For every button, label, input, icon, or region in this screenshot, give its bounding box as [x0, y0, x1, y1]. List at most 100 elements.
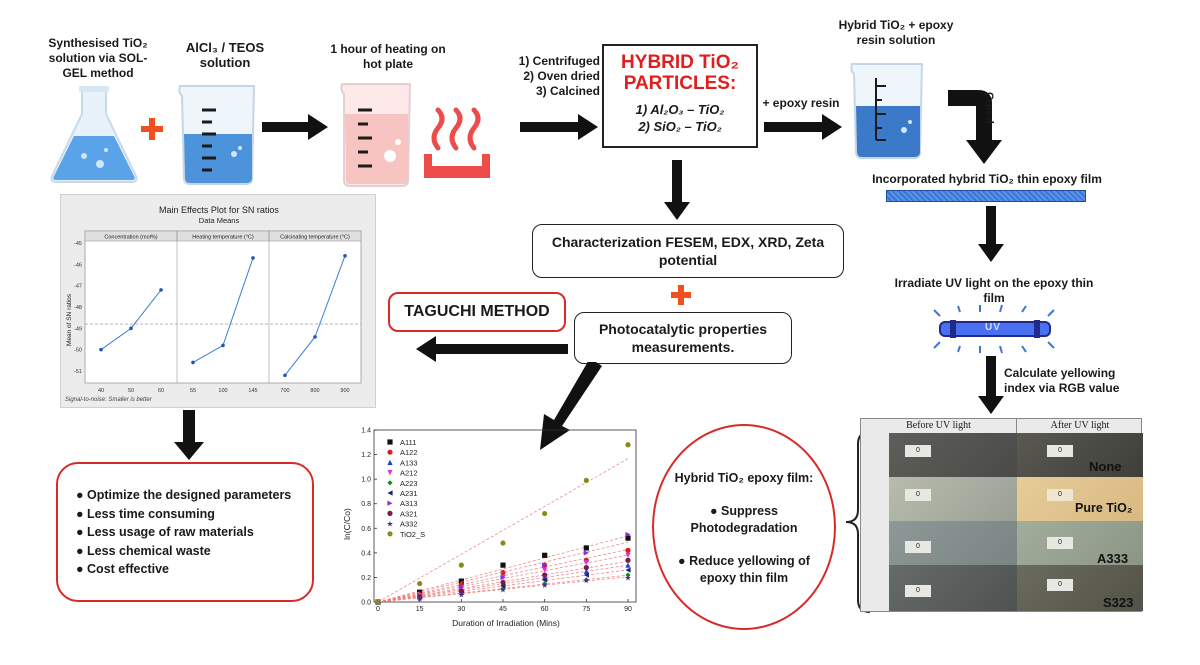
sample-sticker: 0 [1047, 579, 1073, 591]
main-effects-chart-panel: Main Effects Plot for SN ratios Data Mea… [60, 194, 376, 408]
sample-sticker: 0 [905, 585, 931, 597]
y-tick-label: -45 [74, 241, 82, 247]
sample-sticker: 0 [1047, 537, 1073, 549]
data-point [583, 572, 589, 578]
data-point [387, 470, 393, 476]
data-point: ★ [416, 594, 423, 603]
data-point [625, 535, 631, 541]
legend-label: A133 [400, 458, 418, 467]
x-tick-label: 50 [128, 388, 134, 394]
data-point [458, 584, 464, 590]
plus-icon [141, 118, 163, 140]
legend-label: A111 [400, 438, 416, 447]
legend-label: A122 [400, 448, 418, 457]
effect-point [129, 326, 133, 331]
uv-lamp-icon [933, 304, 1055, 354]
data-point [500, 583, 506, 589]
outcome-point: ● Suppress Photodegradation [690, 504, 798, 535]
y-axis-label: ln(C/Co) [342, 508, 352, 540]
data-point [387, 531, 393, 537]
y-tick-label: 0.0 [361, 600, 371, 607]
data-point [387, 459, 393, 465]
sample-photo-after [1017, 565, 1143, 611]
taguchi-box: TAGUCHI METHOD [388, 292, 566, 332]
data-point [583, 550, 589, 556]
label-thin-film: Incorporated hybrid TiO₂ thin epoxy film [872, 172, 1102, 186]
data-point [500, 540, 506, 546]
hybrid-particles-box: HYBRID TiO₂ PARTICLES: 1) Al₂O₃ – TiO₂ 2… [602, 44, 758, 148]
trend-line [377, 541, 629, 603]
data-point [542, 577, 548, 583]
outcome-circle: Hybrid TiO₂ epoxy film: ● Suppress Photo… [652, 424, 836, 630]
x-tick-label: 55 [190, 388, 196, 394]
data-point [625, 572, 631, 578]
data-point [583, 568, 589, 574]
plot-area [373, 429, 637, 603]
arrow-left-icon [416, 336, 568, 362]
beaker-icon [850, 63, 924, 159]
heated-beaker-icon [340, 83, 412, 187]
data-point: ★ [458, 591, 465, 600]
uv-label: UV [985, 322, 1001, 333]
arrow-down-icon [174, 410, 204, 460]
effect-point [221, 343, 225, 348]
data-point [458, 562, 464, 568]
chart-subtitle: Data Means [199, 216, 240, 225]
arrow-right-icon [520, 114, 598, 140]
panel-title: Calcinating temperature (°C) [280, 235, 350, 241]
data-point: ★ [386, 520, 393, 529]
arrow-right-icon [764, 114, 842, 140]
outcome-title: Hybrid TiO₂ epoxy film: [674, 471, 814, 485]
data-point [500, 562, 506, 568]
effect-point [283, 373, 287, 378]
y-tick-label: 0.4 [361, 550, 371, 557]
outcome-point: ● Reduce yellowing of epoxy thin film [678, 554, 810, 585]
y-tick-label: -47 [74, 284, 82, 290]
y-axis-label: Mean of SN ratios [66, 293, 73, 346]
brace-icon [845, 431, 871, 613]
sample-sticker: 0 [905, 541, 931, 553]
chart-footer: Signal-to-noise: Smaller is better [65, 397, 153, 403]
data-point [387, 500, 393, 506]
y-tick-label: -51 [74, 369, 82, 375]
sample-sticker: 0 [1047, 445, 1073, 457]
effect-point [191, 360, 195, 365]
beaker-icon [178, 85, 256, 185]
sample-sticker: 0 [1047, 489, 1073, 501]
chart-title: Main Effects Plot for SN ratios [159, 205, 279, 215]
legend-label: A231 [400, 489, 418, 498]
y-tick-label: -48 [74, 305, 82, 311]
x-tick-label: 145 [248, 388, 257, 394]
data-point [583, 545, 589, 551]
sample-sticker: 0 [905, 489, 931, 501]
trend-line [377, 576, 629, 603]
data-point [542, 510, 548, 517]
y-tick-label: 0.6 [361, 526, 371, 533]
data-point [500, 574, 506, 581]
data-point [375, 599, 381, 605]
y-tick-label: -49 [74, 326, 82, 332]
epoxy-film-bar [886, 190, 1086, 202]
photocatalytic-chart: Duration of Irradiation (Mins) ln(C/Co) … [342, 428, 637, 628]
x-tick-label: 100 [218, 388, 227, 394]
data-point [500, 579, 506, 585]
label-cured: Cured [983, 92, 995, 124]
plot-area [84, 230, 362, 384]
y-tick-label: -50 [74, 348, 82, 354]
panel-title: Heating temperature (°C) [192, 235, 254, 241]
effect-point [343, 254, 347, 258]
sample-photo-after [1017, 521, 1143, 565]
y-tick-label: 0.8 [361, 501, 371, 508]
data-point: ★ [541, 581, 548, 590]
effect-point [159, 288, 163, 292]
data-point [500, 569, 506, 576]
hybrid-title: HYBRID TiO₂ PARTICLES: [621, 52, 739, 94]
benefit-item: ● Less usage of raw materials [76, 525, 254, 539]
sample-photo-after [1017, 477, 1143, 521]
panel-title: Concentration (mol%) [104, 235, 157, 241]
arrow-down-icon [978, 356, 1004, 414]
label-heating: 1 hour of heating on hot plate [330, 42, 446, 71]
data-point [542, 552, 548, 558]
flask-icon [50, 86, 138, 183]
legend-label: TiO2_S [400, 530, 425, 539]
